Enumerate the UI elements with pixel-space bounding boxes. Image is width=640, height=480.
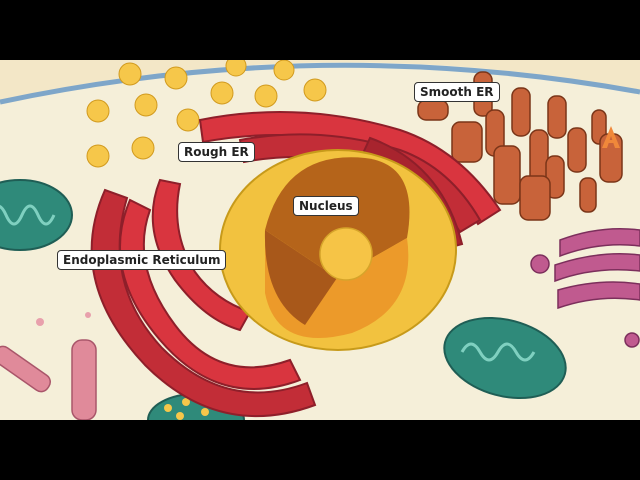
brand-logo-icon	[602, 126, 620, 153]
vesicles	[86, 60, 327, 168]
nucleolus	[319, 227, 373, 281]
label-rough-er: Rough ER	[178, 142, 255, 162]
golgi-apparatus	[530, 228, 640, 348]
label-endoplasmic-reticulum: Endoplasmic Reticulum	[57, 250, 227, 270]
cytoskeleton-rods	[0, 339, 97, 420]
mitochondrion-left	[0, 179, 73, 251]
cell-membrane	[0, 62, 640, 105]
mitochondrion-right	[443, 316, 567, 400]
label-nucleus: Nucleus	[293, 196, 359, 216]
cell-illustration	[0, 60, 640, 420]
cell-membrane-outer	[0, 60, 640, 100]
cell-diagram	[0, 60, 640, 420]
label-smooth-er: Smooth ER	[414, 82, 500, 102]
nucleus	[219, 149, 457, 351]
